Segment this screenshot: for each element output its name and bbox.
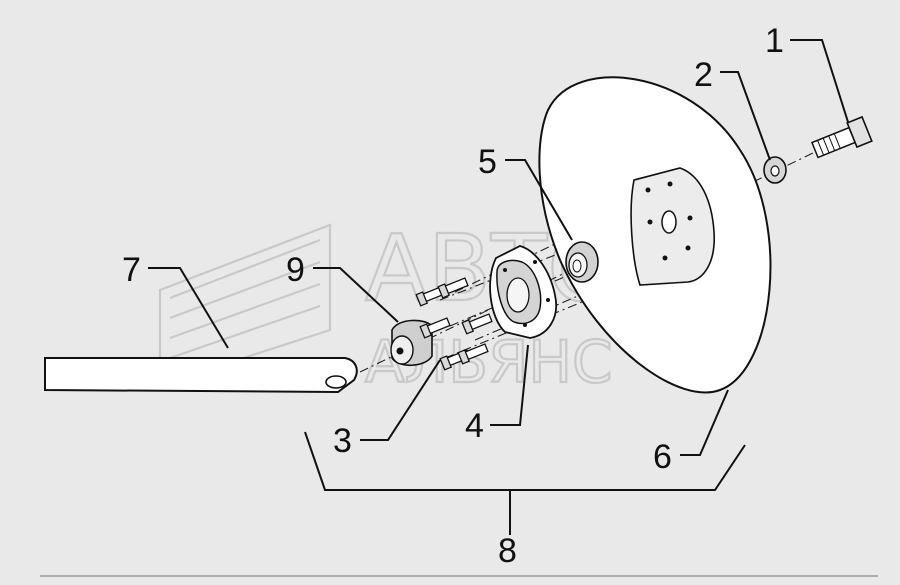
callout-3: 3: [333, 422, 352, 460]
arm-part-7: [44, 357, 358, 394]
watermark-logo: [158, 223, 332, 387]
callout-4: 4: [465, 407, 484, 445]
callout-8: 8: [498, 532, 517, 570]
callout-5: 5: [478, 143, 497, 181]
callout-2: 2: [694, 56, 713, 94]
callout-6: 6: [653, 438, 672, 476]
washer-part-2: [763, 156, 787, 184]
bearing-part-5: [565, 241, 599, 283]
bolt-part-1: [811, 115, 873, 159]
leader-lines: [148, 39, 849, 535]
hub-part-4: [489, 245, 557, 339]
callout-1: 1: [765, 22, 784, 60]
disc-part-6: [538, 76, 772, 394]
bolts-part-3: [415, 277, 493, 371]
callout-7: 7: [122, 251, 141, 289]
callout-9: 9: [286, 251, 305, 289]
